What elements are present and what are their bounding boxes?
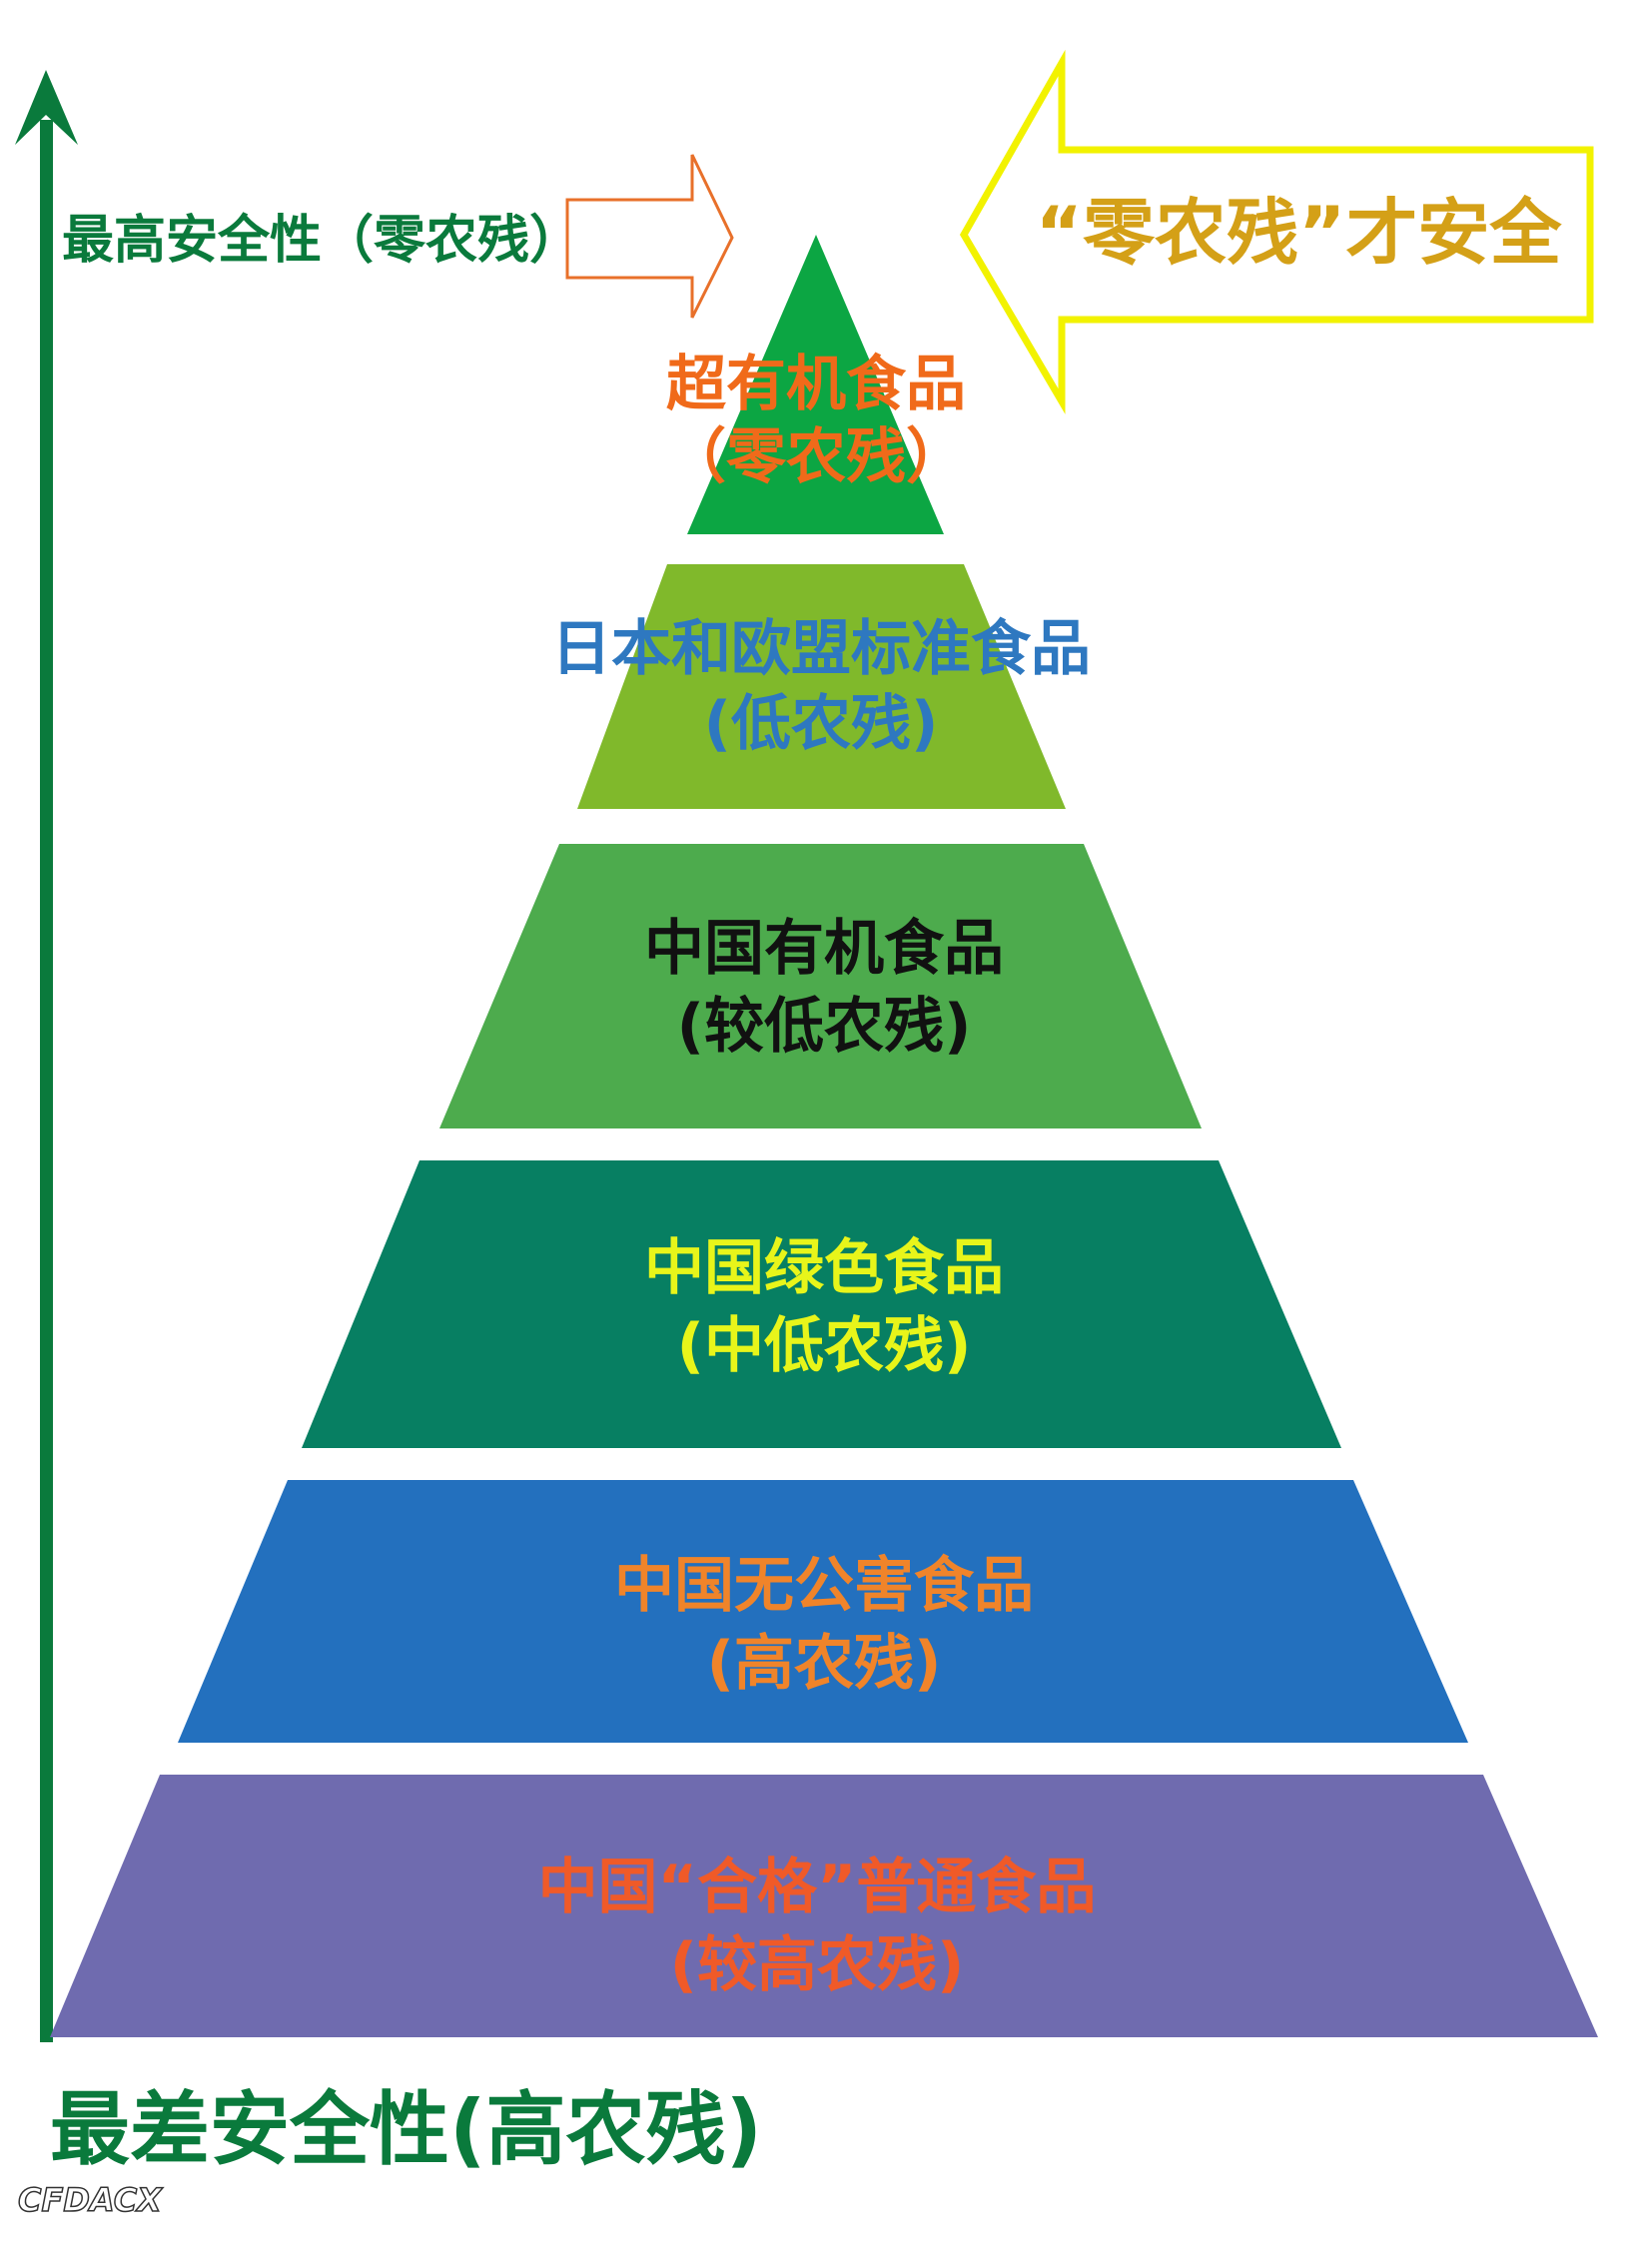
pyramid-tier-china-organic: 中国有机食品 (较低农残) (439, 844, 1202, 1128)
pointer-arrow (565, 154, 734, 319)
tier-shape (302, 1160, 1341, 1448)
callout-text: “零农残”才安全 (1036, 191, 1563, 275)
tier-title: 日本和欧盟标准食品 (551, 614, 1091, 684)
tier-shape (50, 1775, 1598, 2037)
pyramid-tier-pollution-free: 中国无公害食品 (高农残) (178, 1480, 1468, 1743)
tier-subtitle: (较低农残) (677, 992, 972, 1062)
axis-bottom-label: 最差安全性(高农残) (50, 2083, 762, 2176)
axis-arrowhead (15, 70, 78, 145)
tier-subtitle: (低农残) (704, 689, 939, 759)
tier-shape (439, 844, 1202, 1128)
tier-shape (687, 235, 944, 534)
pyramid-tier-china-green: 中国绿色食品 (中低农残) (302, 1160, 1341, 1448)
tier-shape (577, 564, 1066, 809)
safety-axis-arrow (15, 70, 78, 2042)
watermark-text: CFDACX (18, 2181, 163, 2219)
tier-title: 中国绿色食品 (644, 1233, 1004, 1303)
axis-top-label: 最高安全性（零农残） (62, 211, 581, 271)
tier-subtitle: （零农残） (666, 422, 966, 492)
tier-title: 超有机食品 (666, 350, 966, 419)
tier-subtitle: (高农残) (707, 1629, 942, 1699)
axis-shaft (40, 120, 53, 2042)
tier-shape (178, 1480, 1468, 1743)
pyramid-tier-ordinary: 中国“合格”普通食品 (较高农残) (50, 1775, 1598, 2037)
callout-arrow-shape (959, 49, 1594, 414)
tier-title: 中国无公害食品 (614, 1551, 1034, 1621)
pyramid-tier-zero-residue: 超有机食品 （零农残） (666, 235, 966, 534)
tier-subtitle: (较高农残) (670, 1930, 965, 2000)
tier-title: 中国“合格”普通食品 (538, 1853, 1097, 1922)
pyramid-tier-low-residue: 日本和欧盟标准食品 (低农残) (551, 564, 1091, 809)
tier-subtitle: (中低农残) (677, 1311, 972, 1381)
callout-arrow: “零农残”才安全 (959, 49, 1594, 414)
tier-title: 中国有机食品 (644, 914, 1004, 984)
pyramid: 超有机食品 （零农残） 日本和欧盟标准食品 (低农残) 中国有机食品 (较低农残… (50, 235, 1598, 2037)
